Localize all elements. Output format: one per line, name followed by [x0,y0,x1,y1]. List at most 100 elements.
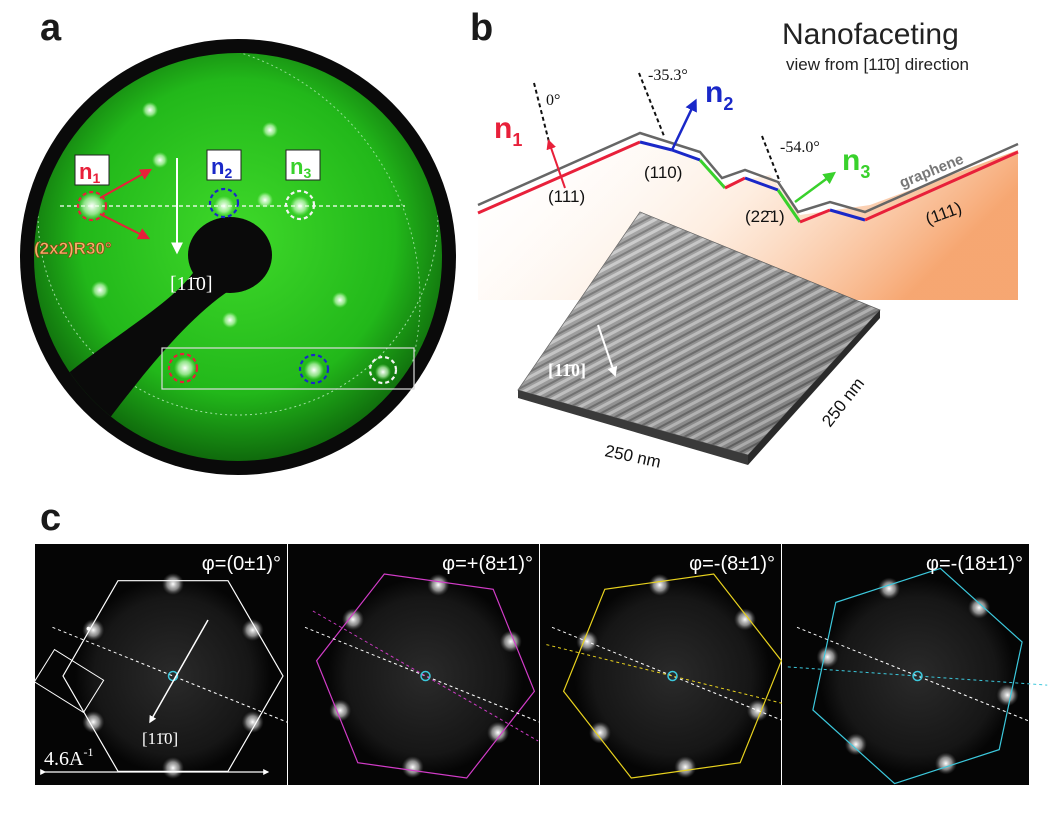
electron-gun [188,217,272,293]
scale-value: 4.6A [44,748,84,770]
n3b-sub: 3 [860,162,870,182]
n2-spot-marker-bottom [298,353,330,385]
rotated-line [312,610,539,742]
diffraction-spot [934,752,957,775]
diffraction-disk [574,578,771,774]
leed-spot [262,122,278,138]
hexagon [812,567,1023,785]
diffraction-spot [241,711,264,733]
ref-circle [34,53,421,461]
angle-dot: • [86,620,91,636]
diffraction-disk [75,578,271,774]
angle-35: -35.3° [648,67,688,84]
normal-0 [533,82,550,143]
hexagon [315,573,536,779]
ldiff-frames: φ=(0±1)° [11̄0] 4.6A-1 • φ=+(8±1)° φ=-(8±1)° φ… [33,544,1048,785]
diffraction-spot [648,573,671,596]
scale-label: 4.6A-1 [44,745,93,770]
direction-arrow [149,619,209,724]
leed-spot [304,360,324,380]
diffraction-spot [487,721,509,744]
diffraction-spot [401,756,424,779]
phi-label: φ=-(18±1)° [926,553,1023,575]
panel-b: b Nanofaceting view from [11̄0] directio… [470,7,1019,472]
diffraction-spot [427,573,450,596]
label-n3: n3 [285,149,321,181]
normal-54 [761,135,781,183]
n1-label: n1 [494,112,522,150]
panel-c-letter: c [40,497,61,539]
diffraction-spot [816,645,839,668]
diffraction-spot [162,757,184,779]
facet-profile [477,140,1019,224]
stm-image: [11̄0] [517,211,881,465]
reconstruction-arrow [99,168,153,199]
reconstruction-label: (2x2)R30° [34,239,112,258]
diffraction-spot [342,608,364,631]
svg-text:n2: n2 [211,154,232,181]
diffraction-spot [589,721,611,744]
diffraction-spot [968,596,991,619]
diffraction-spot [996,684,1019,707]
n3-sub: 3 [303,165,311,181]
angle-54: -54.0° [780,139,820,156]
ldiff-frame: φ=-(8±1)° [540,544,799,785]
n3-arrow [794,171,837,204]
n2b-letter: n [705,76,723,109]
leed-spot [174,357,196,379]
direction-label: [11̄0] [170,273,213,295]
n3-label: n3 [842,144,870,182]
direction-label: [11̄0] [142,729,178,748]
diffraction-spot [734,608,756,631]
phi-label: φ=-(8±1)° [689,553,775,575]
leed-spot [290,196,310,216]
n3-letter: n [290,154,303,179]
diffraction-disk [819,578,1016,774]
stm-scale-x: 250 nm [603,441,662,471]
reconstruction-arrow [99,213,151,240]
phi-label: φ=+(8±1)° [442,553,533,575]
svg-text:n1: n1 [79,159,100,186]
diffraction-spot [162,573,184,595]
label-n2: n2 [206,149,242,181]
phi-label: φ=(0±1)° [202,553,281,575]
spot-box [33,648,105,714]
leed-spot [78,192,106,220]
ldiff-frame: φ=(0±1)° [11̄0] 4.6A-1 • [33,544,294,785]
ldiff-frame: φ=-(18±1)° [782,544,1048,785]
leed-spot [142,102,158,118]
n1b-sub: 1 [512,130,522,150]
n2-arrow [670,98,697,151]
svg-text:n3: n3 [290,154,311,181]
center-marker [667,670,678,682]
stm-scale-y: 250 nm [818,374,868,430]
n3-spot-marker [284,189,316,221]
diffraction-spot [674,756,697,779]
n1-spot-marker [76,190,108,222]
n2-spot-marker [208,187,240,219]
diffraction-spot [82,619,105,641]
leed-spot [332,292,348,308]
diffraction-disk [327,578,524,774]
n1-sub: 1 [92,170,100,186]
rotated-line [546,644,799,708]
center-marker [912,670,923,682]
ldiff-frame: φ=+(8±1)° [288,544,547,785]
panel-b-title: Nanofaceting [782,18,959,51]
n1-arrow [546,139,566,189]
leed-spot [257,192,273,208]
reference-line [52,626,294,726]
hexagon [562,573,783,779]
reference-line [796,626,1039,726]
reference-line [551,626,794,726]
n2b-sub: 2 [723,94,733,114]
diffraction-spot [241,619,264,641]
leed-spot [152,152,168,168]
diffraction-spot [844,733,867,756]
n2-sub: 2 [224,165,232,181]
panel-a-letter: a [40,7,62,49]
n3-spot-marker-bottom [368,355,398,385]
n1b-letter: n [494,112,512,145]
n1-spot-marker-bottom [167,352,199,384]
facet-221: (22̄1) [745,207,785,226]
